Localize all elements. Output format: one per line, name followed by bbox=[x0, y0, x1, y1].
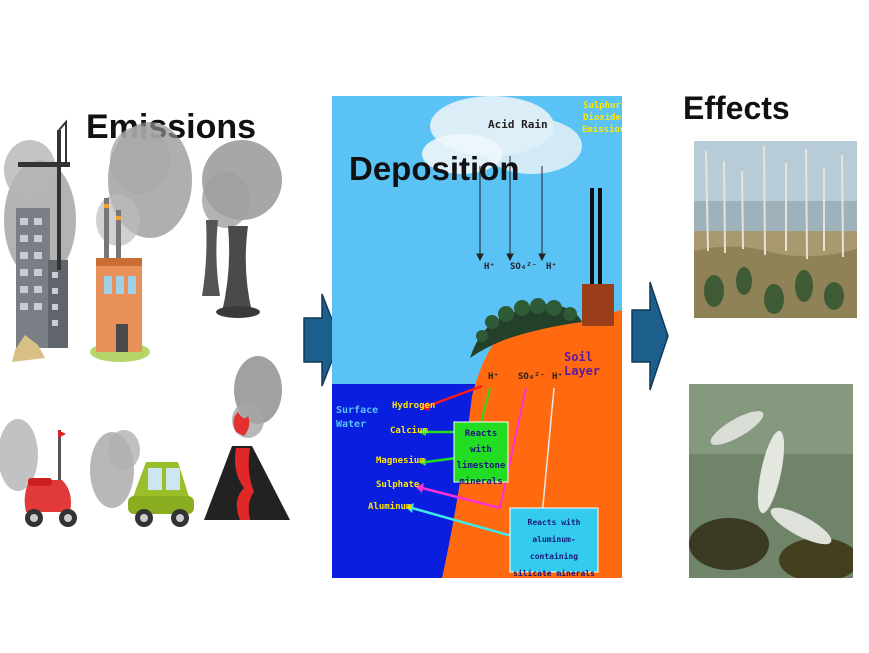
construction-site-icon bbox=[4, 119, 76, 362]
limestone-box-line: limestone bbox=[456, 461, 506, 471]
soil-layer-label: Soil Layer bbox=[564, 350, 601, 378]
released-ion-aluminum: Aluminum bbox=[368, 502, 412, 512]
released-ion-calcium: Calcium bbox=[390, 426, 428, 436]
released-ion-sulphate: Sulphate bbox=[376, 480, 420, 490]
deposition-to-effects-arrow bbox=[631, 281, 669, 391]
deposition-heading: Deposition bbox=[349, 150, 520, 187]
effects-heading: Effects bbox=[683, 90, 790, 126]
car-icon bbox=[90, 430, 194, 527]
sky-ion-hydrogen: H⁺ bbox=[484, 262, 495, 272]
released-ion-hydrogen: Hydrogen bbox=[392, 401, 436, 411]
silicate-box-line: silicate minerals bbox=[513, 569, 595, 578]
surface-water-line: Surface bbox=[336, 405, 379, 416]
emissions-label-line: Dioxide bbox=[583, 113, 621, 123]
surface-water-label: Surface Water bbox=[336, 404, 378, 432]
emissions-label-line: Sulphur bbox=[583, 101, 621, 111]
deposition-scene bbox=[332, 96, 622, 578]
silicate-box-line: aluminum-containing bbox=[529, 535, 579, 561]
silicate-reaction-box: Reacts with aluminum-containing silicate… bbox=[510, 514, 598, 578]
silicate-box-line: Reacts with bbox=[527, 518, 581, 527]
soil-ion-hydrogen: H⁺ bbox=[488, 372, 499, 382]
sulphur-dioxide-emissions-label: Sulphur Dioxide Emissions bbox=[582, 100, 622, 136]
limestone-box-line: Reacts with bbox=[464, 429, 498, 455]
emissions-label-line: Emissions bbox=[582, 125, 622, 135]
emissions-to-deposition-arrow bbox=[303, 293, 341, 387]
released-ion-magnesium: Magnesium bbox=[376, 456, 425, 466]
emission-sources-illustration bbox=[0, 119, 290, 527]
soil-ion-sulphate: SO₄²⁻ bbox=[518, 372, 546, 382]
dead-forest-photo bbox=[694, 141, 857, 318]
soil-ion-hydrogen: H⁺ bbox=[552, 372, 563, 382]
acid-rain-label: Acid Rain bbox=[488, 118, 548, 131]
factory-icon bbox=[90, 122, 192, 362]
limestone-box-line: minerals bbox=[459, 477, 503, 487]
sky-ion-hydrogen: H⁺ bbox=[546, 262, 557, 272]
surface-water-line: Water bbox=[336, 419, 367, 430]
limestone-reaction-box: Reacts with limestone minerals bbox=[456, 426, 506, 490]
volcano-icon bbox=[204, 356, 290, 520]
dead-fish-photo bbox=[689, 384, 853, 578]
scooter-icon bbox=[0, 419, 77, 527]
deposition-diagram: Deposition Acid Rain Sulphur Dioxide Emi… bbox=[332, 96, 622, 578]
cooling-towers-icon bbox=[202, 140, 282, 318]
sky-ion-sulphate: SO₄²⁻ bbox=[510, 262, 538, 272]
